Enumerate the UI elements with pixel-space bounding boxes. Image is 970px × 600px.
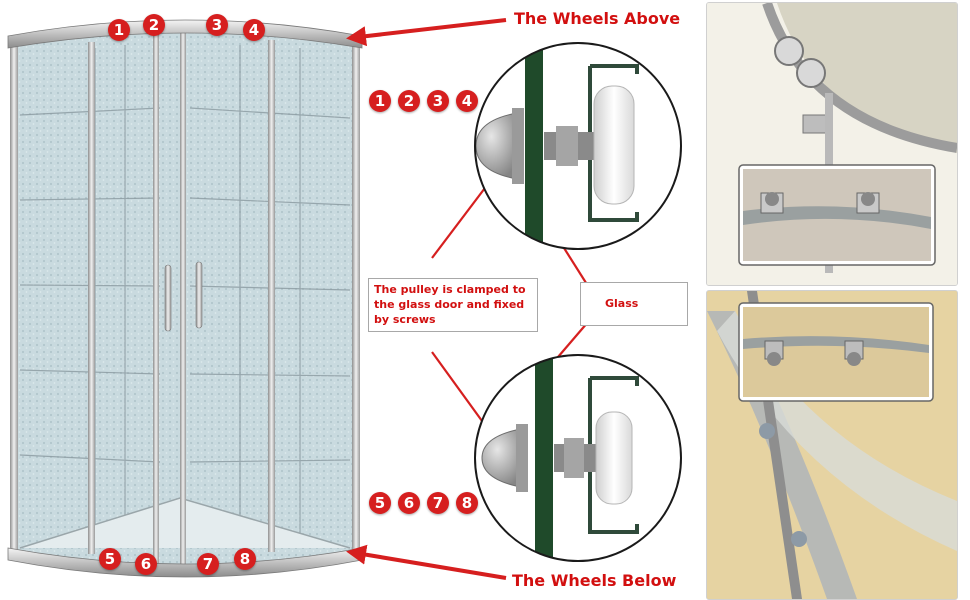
- detail-badge-8: 8: [456, 492, 478, 514]
- glass-label-text: Glass: [605, 297, 639, 310]
- detail-badge-7: 7: [427, 492, 449, 514]
- heading-wheels-above: The Wheels Above: [514, 9, 681, 28]
- wheel-badge-5: 5: [99, 548, 121, 570]
- heading-wheels-below: The Wheels Below: [512, 571, 677, 590]
- detail-badge-2: 2: [398, 90, 420, 112]
- detail-badge-1: 1: [369, 90, 391, 112]
- arrow-pulley-bottom: [431, 351, 492, 434]
- wheel-badge-7: 7: [197, 553, 219, 575]
- detail-badge-3: 3: [427, 90, 449, 112]
- arrow-wheels-below: [346, 544, 507, 580]
- glass-panel-bottom: [535, 355, 553, 561]
- wheel-badge-6: 6: [135, 553, 157, 575]
- wheel-badge-2: 2: [143, 14, 165, 36]
- photo-top-rail: [706, 2, 958, 286]
- pulley-knob-bottom: [481, 429, 527, 487]
- pulley-note-box: The pulley is clamped to the glass door …: [368, 278, 538, 332]
- arrow-wheels-above: [346, 18, 507, 47]
- photo-bottom-rail: [706, 290, 958, 600]
- glass-panel-top: [525, 43, 543, 249]
- detail-badge-4: 4: [456, 90, 478, 112]
- pulley-knob-top: [475, 113, 521, 179]
- detail-badge-6: 6: [398, 492, 420, 514]
- detail-badge-5: 5: [369, 492, 391, 514]
- wheel-badge-4: 4: [243, 19, 265, 41]
- glass-label-box: Glass: [580, 282, 688, 326]
- wheel-badge-3: 3: [206, 14, 228, 36]
- wheel-badge-8: 8: [234, 548, 256, 570]
- pulley-detail-bottom: [474, 354, 682, 562]
- shower-enclosure: [7, 19, 363, 578]
- pulley-wheel-bottom: [595, 411, 633, 505]
- pulley-wheel-top: [593, 85, 635, 205]
- pulley-note-text: The pulley is clamped to the glass door …: [374, 283, 526, 326]
- wheel-badge-1: 1: [108, 19, 130, 41]
- pulley-detail-top: [474, 42, 682, 250]
